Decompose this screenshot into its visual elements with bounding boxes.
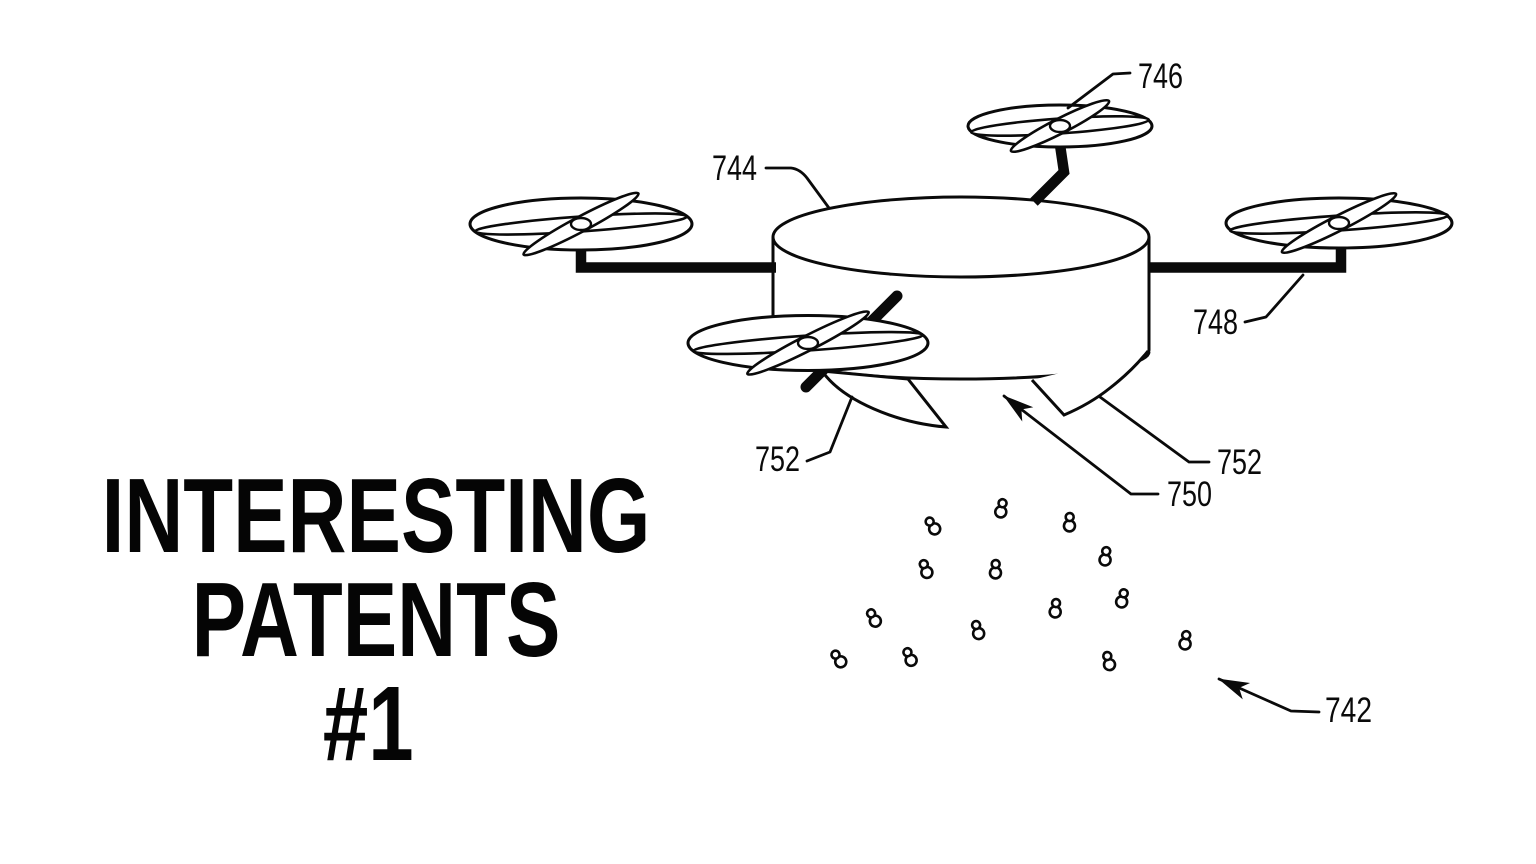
rear-rotor xyxy=(966,98,1154,154)
label-744: 744 xyxy=(712,149,757,188)
seed xyxy=(902,646,918,668)
leader-748 xyxy=(1243,273,1305,324)
title-block: INTERESTING PATENTS #1 xyxy=(68,457,684,777)
label-746: 746 xyxy=(1138,57,1183,96)
seed xyxy=(1102,650,1117,672)
figure-labels: 744 746 748 752 752 750 742 xyxy=(712,57,1372,730)
leader-744 xyxy=(764,166,831,210)
leader-752-left xyxy=(805,395,854,463)
leader-752-right xyxy=(1098,395,1211,464)
body-right-wall xyxy=(1146,237,1151,355)
seed xyxy=(1048,597,1062,619)
seeds-layer xyxy=(830,497,1192,672)
seed xyxy=(1062,511,1077,533)
left-rotor xyxy=(468,191,694,257)
body-top xyxy=(771,195,1151,279)
seed xyxy=(918,558,934,580)
seed xyxy=(865,608,883,628)
rear-rotor-mast xyxy=(1030,137,1070,206)
left-deflector xyxy=(818,369,950,429)
label-752-left: 752 xyxy=(755,440,800,479)
label-752-right: 752 xyxy=(1217,443,1262,482)
seed xyxy=(988,558,1003,580)
seed xyxy=(1114,588,1130,609)
label-748: 748 xyxy=(1193,303,1238,342)
leader-746 xyxy=(1066,71,1132,110)
label-742: 742 xyxy=(1325,691,1372,730)
leader-lines xyxy=(764,71,1321,714)
dispenser-funnel xyxy=(1030,350,1150,417)
seed xyxy=(830,649,848,669)
label-750: 750 xyxy=(1167,475,1212,514)
title-line-3: #1 xyxy=(322,665,414,783)
seed xyxy=(993,497,1008,519)
seed xyxy=(924,516,942,536)
seed xyxy=(1098,545,1112,567)
leader-arrow-742 xyxy=(1217,677,1321,714)
title-line-2: PATENTS xyxy=(191,561,561,679)
leader-arrow-750 xyxy=(1002,394,1160,496)
right-rotor xyxy=(1224,191,1454,255)
front-rotor xyxy=(686,310,930,376)
seed xyxy=(1178,629,1192,651)
seed xyxy=(970,619,986,641)
title-line-1: INTERESTING xyxy=(101,457,651,575)
